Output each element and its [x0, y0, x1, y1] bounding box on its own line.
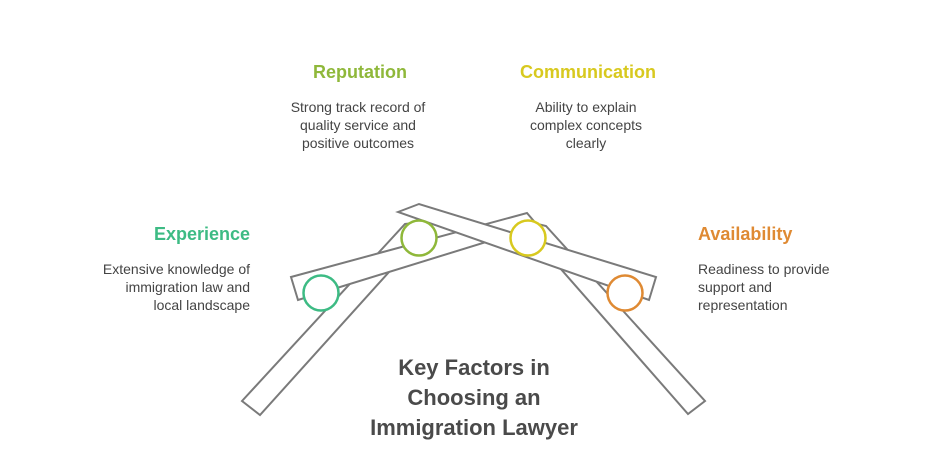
- experience-description: Extensive knowledge of immigration law a…: [103, 260, 250, 314]
- reputation-desc-line: quality service and: [300, 117, 416, 133]
- title-line: Key Factors in: [398, 355, 550, 380]
- diagram-title: Key Factors in Choosing an Immigration L…: [370, 353, 578, 443]
- communication-description: Ability to explain complex concepts clea…: [530, 98, 642, 152]
- communication-desc-line: Ability to explain: [535, 99, 637, 115]
- experience-desc-line: local landscape: [153, 297, 250, 313]
- communication-heading: Communication: [519, 62, 657, 82]
- title-line: Choosing an: [407, 385, 541, 410]
- reputation-heading: Reputation: [313, 62, 407, 82]
- communication-desc-line: complex concepts: [529, 117, 643, 133]
- experience-node: [302, 274, 340, 312]
- availability-heading: Availability: [698, 224, 793, 244]
- experience-heading: Experience: [153, 224, 250, 244]
- reputation-description: Strong track record of quality service a…: [291, 98, 426, 152]
- availability-description: Readiness to provide support and represe…: [698, 260, 830, 314]
- reputation-desc-line: positive outcomes: [301, 135, 415, 151]
- title-line: Immigration Lawyer: [370, 415, 578, 440]
- reputation-node: [400, 219, 438, 257]
- experience-desc-line: Extensive knowledge of: [102, 261, 250, 277]
- availability-desc-line: support and: [698, 279, 772, 295]
- availability-desc-line: Readiness to provide: [698, 261, 830, 277]
- availability-node: [606, 274, 644, 312]
- reputation-desc-line: Strong track record of: [290, 99, 426, 115]
- experience-desc-line: immigration law and: [125, 279, 251, 295]
- communication-node: [509, 219, 547, 257]
- communication-desc-line: clearly: [565, 135, 607, 151]
- availability-desc-line: representation: [698, 297, 788, 313]
